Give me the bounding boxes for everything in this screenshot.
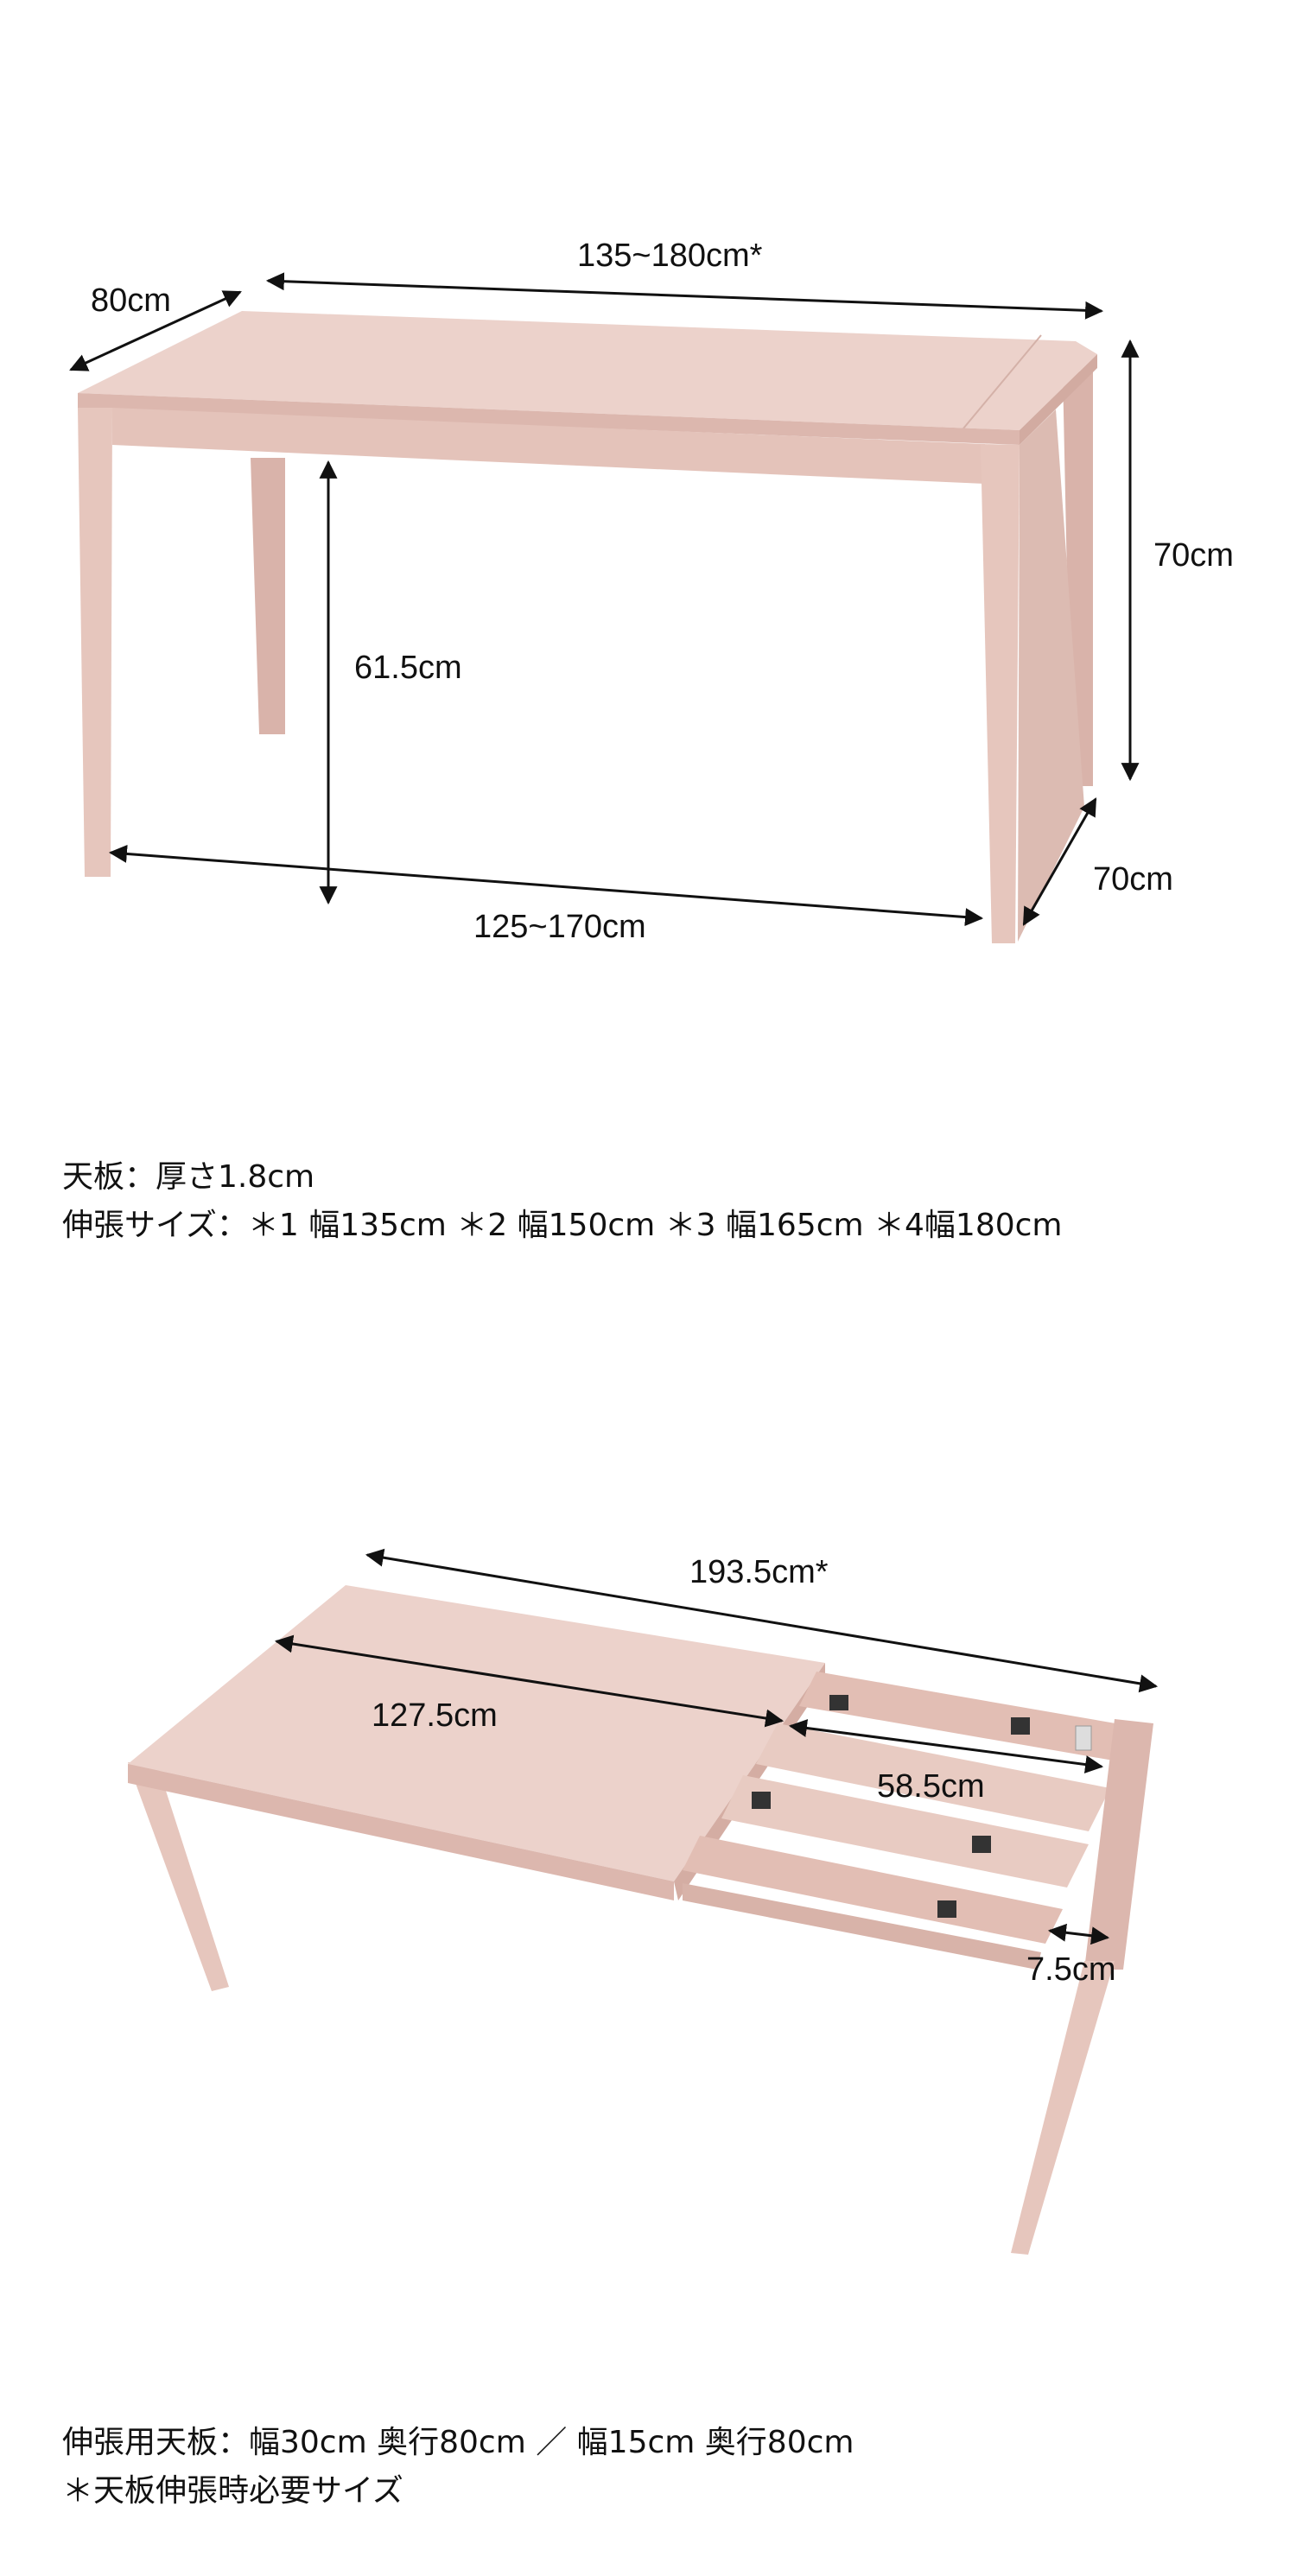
extension-board-text: 伸張用天板：幅30cm 奥行80cm ／ 幅15cm 奥行80cm: [62, 2425, 854, 2460]
main-top-arrow: [274, 1634, 785, 1728]
height-label: 70cm: [1153, 537, 1234, 574]
tabletop-thickness-text: 天板：厚さ1.8cm: [62, 1159, 315, 1195]
extension-spec-block: 伸張用天板：幅30cm 奥行80cm ／ 幅15cm 奥行80cm ＊天板伸張時…: [62, 2419, 854, 2516]
main-top-label: 127.5cm: [372, 1697, 498, 1734]
extended-table-diagram: 193.5cm* 127.5cm 58.5cm 7.5cm: [128, 1548, 1159, 2255]
table-diagram: 80cm 135~180cm* 70cm 61.5cm 125~170cm 70…: [69, 238, 1234, 945]
clearance-label: 61.5cm: [354, 650, 462, 686]
tabletop-edge: [78, 393, 1020, 445]
rails-label: 58.5cm: [877, 1768, 985, 1805]
table-dimension-figure: 80cm 135~180cm* 70cm 61.5cm 125~170cm 70…: [0, 199, 1296, 976]
total-length-label: 193.5cm*: [689, 1554, 829, 1590]
front-right-leg: [981, 444, 1020, 943]
apron: [112, 408, 985, 484]
back-left-leg: [251, 458, 285, 734]
leg-depth-label: 70cm: [1093, 861, 1173, 898]
left-leg: [128, 1762, 229, 1991]
tabletop: [78, 311, 1097, 430]
width-label: 135~180cm*: [577, 238, 763, 274]
required-size-note: ＊天板伸張時必要サイズ: [62, 2473, 403, 2509]
end-arrow: [1047, 1923, 1110, 1945]
table-spec-block: 天板：厚さ1.8cm 伸張サイズ：＊1 幅135cm ＊2 幅150cm ＊3 …: [62, 1153, 1063, 1250]
depth-label: 80cm: [91, 282, 171, 319]
slat-3: [683, 1836, 1063, 1944]
end-board: [1084, 1719, 1153, 1970]
slat-2: [721, 1775, 1089, 1888]
extension-sizes-text: 伸張サイズ：＊1 幅135cm ＊2 幅150cm ＊3 幅165cm ＊4幅1…: [62, 1208, 1063, 1243]
width-arrow: [265, 272, 1104, 320]
right-leg: [1011, 1961, 1115, 2255]
leg-span-arrow: [108, 844, 984, 927]
front-left-leg: [78, 408, 112, 877]
rails-arrow: [788, 1719, 1104, 1773]
end-label: 7.5cm: [1026, 1951, 1115, 1988]
front-rail: [683, 1883, 1041, 1970]
leg-depth-arrow: [1022, 797, 1097, 926]
extended-table-figure: 193.5cm* 127.5cm 58.5cm 7.5cm: [0, 1538, 1296, 2272]
depth-arrow: [69, 290, 242, 371]
leg-span-label: 125~170cm: [473, 909, 646, 945]
total-length-arrow: [365, 1548, 1159, 1693]
